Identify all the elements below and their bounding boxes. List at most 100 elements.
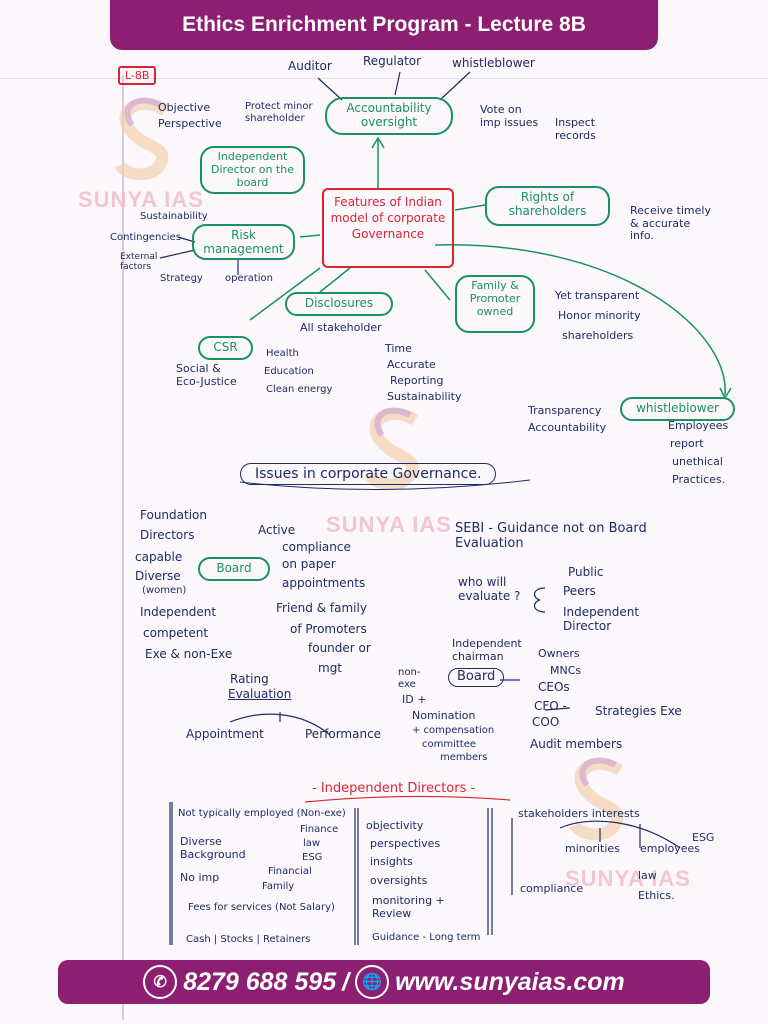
term-objective: Objective xyxy=(158,101,211,114)
board2-left-6: members xyxy=(440,752,488,763)
board-left-3: capable xyxy=(135,550,183,564)
board2-left-2: ID + xyxy=(402,693,427,706)
term-external: External factors xyxy=(120,252,158,273)
col1-4: law xyxy=(303,838,321,849)
who-evaluate: who will evaluate ? xyxy=(458,575,521,603)
watermark-logo-icon xyxy=(569,757,624,840)
whistle-unethical: unethical xyxy=(672,455,723,468)
issues-title: Issues in corporate Governance. xyxy=(240,463,497,486)
phone-icon: ✆ xyxy=(143,965,178,999)
col3-1: stakeholders interests xyxy=(518,807,640,820)
term-regulator: Regulator xyxy=(363,54,422,68)
disc-reporting: Reporting xyxy=(390,374,444,387)
sebi-note: SEBI - Guidance not on Board Evaluation xyxy=(455,521,647,551)
board2-right-7: Audit members xyxy=(530,737,623,751)
family-note-2: Honor minority xyxy=(558,309,641,322)
features-box: Features of Indian model of corporate Go… xyxy=(322,188,454,268)
term-auditor: Auditor xyxy=(288,59,332,73)
col3-3: employees xyxy=(640,842,701,855)
family-bubble: Family & Promoter owned xyxy=(455,275,535,333)
rights-bubble: Rights of shareholders xyxy=(485,186,610,226)
board-mid-6: of Promoters xyxy=(290,622,367,636)
col1-8: Family xyxy=(262,881,295,892)
disc-sustainability: Sustainability xyxy=(387,390,462,403)
col2-6: Guidance - Long term xyxy=(372,932,481,943)
term-perspective: Perspective xyxy=(158,117,222,130)
col1-2: Diverse Background xyxy=(180,835,246,861)
board-left-4: Diverse xyxy=(135,569,181,583)
board2-right-5: Strategies Exe xyxy=(595,704,682,718)
board-mid-7: founder or xyxy=(308,641,371,655)
evaluation-label: Evaluation xyxy=(228,687,292,701)
performance-label: Performance xyxy=(305,727,382,741)
accountability-bubble: Accountability oversight xyxy=(325,97,453,135)
board2-left-3: Nomination xyxy=(412,709,476,722)
col3-6: law xyxy=(638,869,657,882)
col2-3: insights xyxy=(370,855,413,868)
page-title: Ethics Enrichment Program - Lecture 8B xyxy=(110,0,658,50)
watermark: SUNYA IAS xyxy=(78,187,204,212)
footer-website[interactable]: www.sunyaias.com xyxy=(395,967,625,996)
col1-7: Financial xyxy=(268,866,312,877)
col3-5: compliance xyxy=(520,882,584,895)
whistle-accountability: Accountability xyxy=(528,421,607,434)
board-bubble: Board xyxy=(198,557,270,581)
col1-6: No imp xyxy=(180,871,220,884)
watermark-logo-icon xyxy=(114,97,169,180)
board2-right-3: CEOs xyxy=(538,680,570,694)
independent-director-bubble: Independent Director on the board xyxy=(200,146,305,194)
board2-left-4: + compensation xyxy=(412,725,495,736)
csr-health: Health xyxy=(266,348,299,359)
risk-bubble: Risk management xyxy=(192,224,295,260)
rating-label: Rating xyxy=(230,672,269,686)
board2-left-5: committee xyxy=(422,739,477,750)
col2-4: oversights xyxy=(370,874,428,887)
col3-2: minorities xyxy=(565,842,620,855)
term-protect: Protect minor shareholder xyxy=(245,101,313,124)
term-vote: Vote on imp issues xyxy=(480,103,539,129)
csr-energy: Clean energy xyxy=(266,384,333,395)
col3-7: Ethics. xyxy=(638,889,675,902)
board-left-1: Foundation xyxy=(140,508,207,522)
col2-1: objectivity xyxy=(366,819,424,832)
footer-phone[interactable]: 8279 688 595 xyxy=(183,967,337,996)
col1-10: Cash | Stocks | Retainers xyxy=(186,934,311,945)
appointment-label: Appointment xyxy=(186,727,264,741)
board-left-2: Directors xyxy=(140,528,195,542)
disclosures-bubble: Disclosures xyxy=(285,292,393,316)
term-sustainability: Sustainability xyxy=(140,211,208,222)
board2-right-1: Owners xyxy=(538,647,580,660)
contact-footer: ✆ 8279 688 595 / 🌐 www.sunyaias.com xyxy=(58,960,710,1004)
watermark: SUNYA IAS xyxy=(326,512,452,537)
term-contingencies: Contingencies xyxy=(110,232,181,243)
col3-4: ESG xyxy=(692,831,715,844)
lecture-label: L-8B xyxy=(118,66,157,85)
who-peers: Peers xyxy=(563,584,596,598)
board2-bubble: Board xyxy=(448,668,505,687)
col1-9: Fees for services (Not Salary) xyxy=(188,902,335,913)
whistle-practices: Practices. xyxy=(672,473,726,486)
disc-time: Time xyxy=(385,342,412,355)
disc-accurate: Accurate xyxy=(387,358,436,371)
watermark: SUNYA IAS xyxy=(565,866,691,891)
board-mid-5: Friend & family xyxy=(276,601,367,615)
globe-icon: 🌐 xyxy=(355,965,390,999)
whistle-transparency: Transparency xyxy=(528,404,602,417)
col2-2: perspectives xyxy=(370,837,441,850)
csr-education: Education xyxy=(264,366,314,377)
whistle-report: report xyxy=(670,437,704,450)
board-mid-1: Active xyxy=(258,523,296,537)
csr-bubble: CSR xyxy=(198,336,253,360)
family-note-3: shareholders xyxy=(562,329,634,342)
all-stakeholder: All stakeholder xyxy=(300,321,382,334)
board-left-7: competent xyxy=(143,626,209,640)
ruled-line xyxy=(0,78,768,79)
board-mid-2: compliance xyxy=(282,540,351,554)
col2-5: monitoring + Review xyxy=(372,894,445,920)
term-inspect: Inspect records xyxy=(555,116,596,142)
board2-right-6: COO xyxy=(532,715,560,729)
board-left-6: Independent xyxy=(140,605,217,619)
term-strategy: Strategy xyxy=(160,273,203,284)
term-operation: operation xyxy=(225,273,274,284)
